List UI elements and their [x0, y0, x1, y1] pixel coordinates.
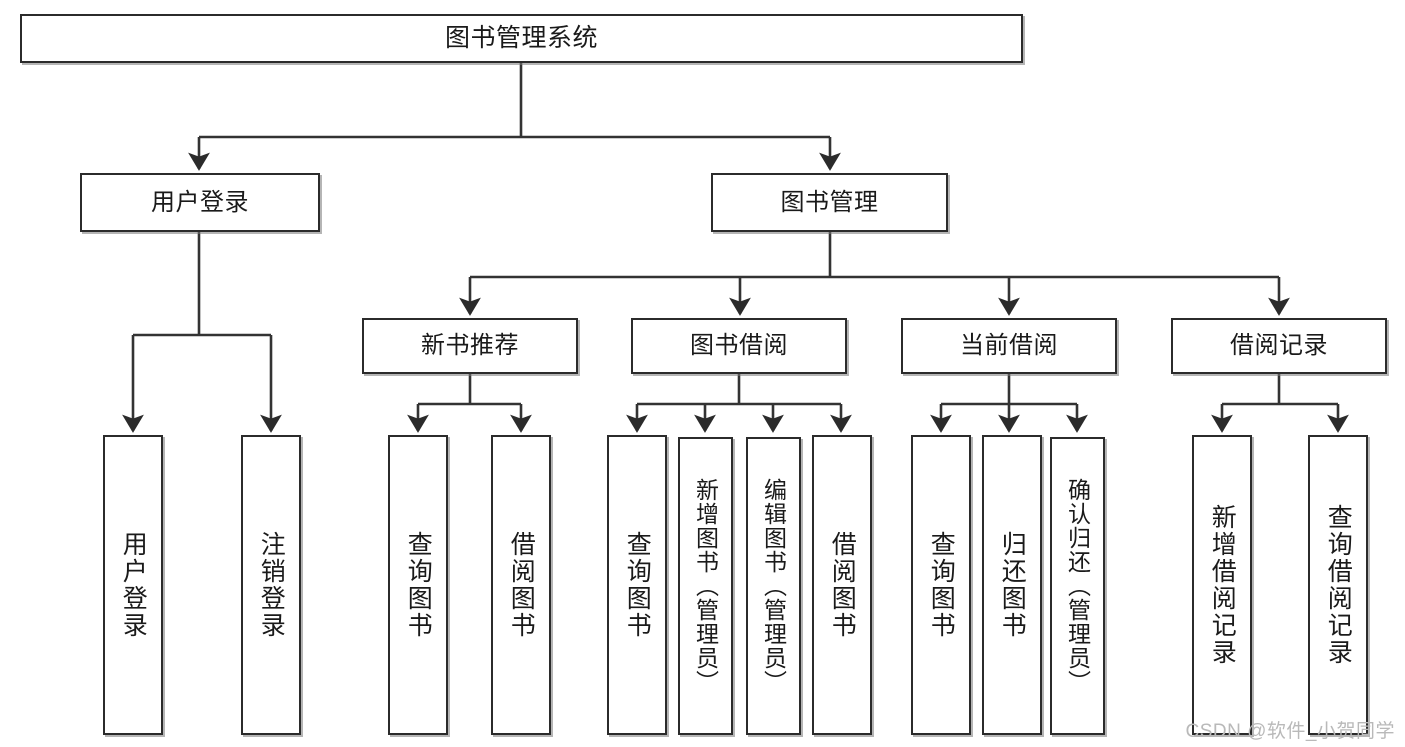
node-book-manage[interactable]: 图书管理	[711, 173, 948, 232]
leaf-query-record-label: 查询借阅记录	[1324, 504, 1353, 666]
leaf-query-book-2-label: 查询图书	[623, 531, 652, 639]
node-user-login-label: 用户登录	[151, 188, 249, 216]
leaf-edit-book[interactable]: 编辑图书（管理员）	[746, 437, 801, 735]
node-book-borrow[interactable]: 图书借阅	[631, 318, 847, 374]
leaf-query-book-1-label: 查询图书	[404, 531, 433, 639]
node-book-manage-label: 图书管理	[780, 188, 879, 216]
leaf-edit-book-label: 编辑图书（管理员）	[760, 478, 787, 694]
node-user-login[interactable]: 用户登录	[80, 173, 320, 232]
leaf-borrow-book-2[interactable]: 借阅图书	[812, 435, 872, 735]
leaf-add-record-label: 新增借阅记录	[1208, 504, 1237, 666]
leaf-borrow-book-2-label: 借阅图书	[828, 531, 857, 639]
node-borrow-record[interactable]: 借阅记录	[1171, 318, 1387, 374]
leaf-query-book-3[interactable]: 查询图书	[911, 435, 971, 735]
leaf-user-logout[interactable]: 注销登录	[241, 435, 301, 735]
leaf-query-record[interactable]: 查询借阅记录	[1308, 435, 1368, 735]
leaf-borrow-book-1-label: 借阅图书	[507, 531, 536, 639]
node-root-system[interactable]: 图书管理系统	[20, 14, 1023, 63]
leaf-confirm-return[interactable]: 确认归还（管理员）	[1050, 437, 1105, 735]
node-root-label: 图书管理系统	[444, 24, 598, 53]
leaf-return-book[interactable]: 归还图书	[982, 435, 1042, 735]
leaf-return-book-label: 归还图书	[998, 531, 1027, 639]
node-new-book-recommend-label: 新书推荐	[421, 332, 519, 360]
leaf-add-book-label: 新增图书（管理员）	[692, 478, 719, 694]
node-current-borrow[interactable]: 当前借阅	[901, 318, 1117, 374]
leaf-borrow-book-1[interactable]: 借阅图书	[491, 435, 551, 735]
node-new-book-recommend[interactable]: 新书推荐	[362, 318, 578, 374]
leaf-query-book-2[interactable]: 查询图书	[607, 435, 667, 735]
leaf-query-book-1[interactable]: 查询图书	[388, 435, 448, 735]
leaf-query-book-3-label: 查询图书	[927, 531, 956, 639]
leaf-user-login-label: 用户登录	[119, 531, 148, 639]
node-book-borrow-label: 图书借阅	[690, 332, 788, 360]
node-borrow-record-label: 借阅记录	[1230, 332, 1328, 360]
leaf-confirm-return-label: 确认归还（管理员）	[1064, 478, 1091, 694]
leaf-add-record[interactable]: 新增借阅记录	[1192, 435, 1252, 735]
leaf-user-login[interactable]: 用户登录	[103, 435, 163, 735]
node-current-borrow-label: 当前借阅	[960, 332, 1058, 360]
leaf-add-book[interactable]: 新增图书（管理员）	[678, 437, 733, 735]
leaf-user-logout-label: 注销登录	[257, 531, 286, 639]
